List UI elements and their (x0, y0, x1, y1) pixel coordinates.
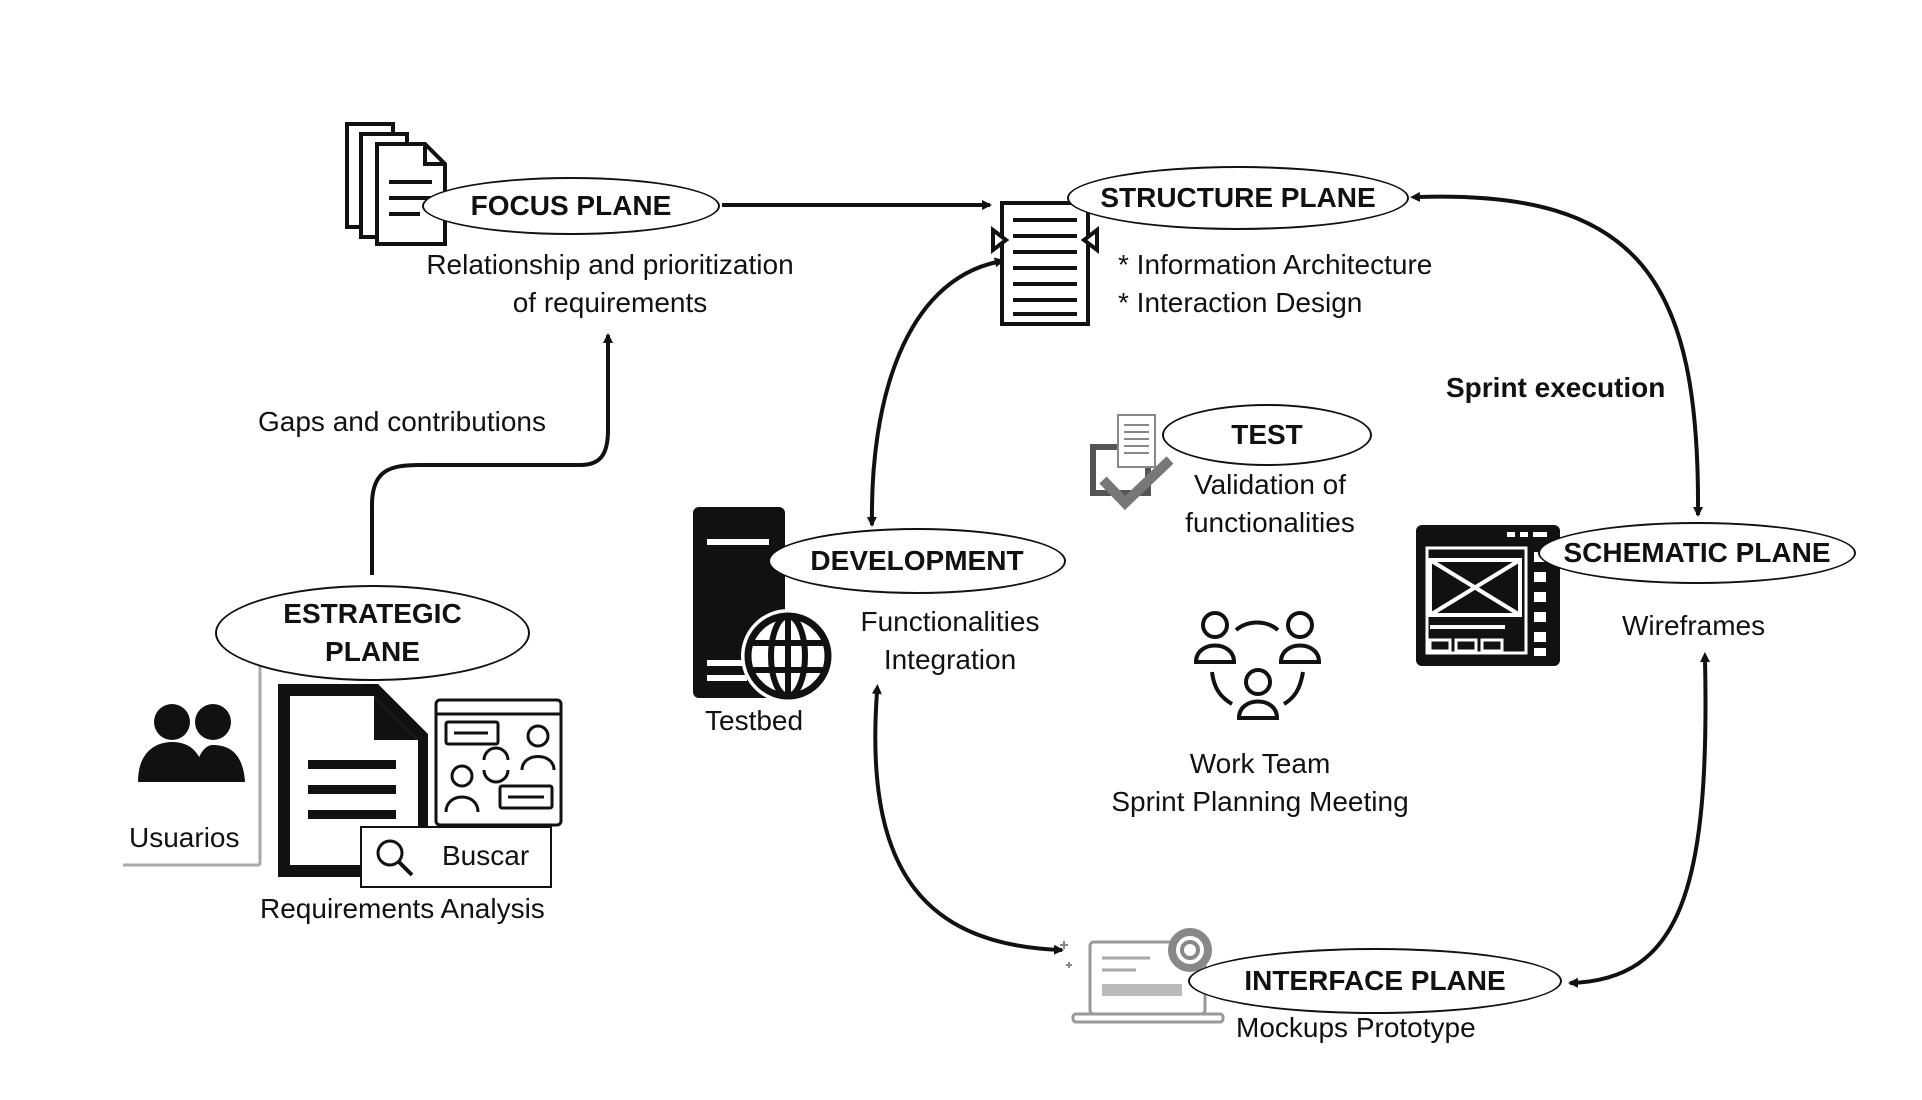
documents-icon (345, 122, 447, 246)
structure-plane-item-1: * Information Architecture (1118, 249, 1433, 280)
strategic-plane-pill: ESTRATEGIC PLANE (215, 585, 530, 681)
search-icon (376, 839, 414, 877)
focus-plane-desc-line2: of requirements (512, 287, 708, 318)
test-description: Validation of functionalities (1150, 466, 1390, 542)
schematic-plane-title: SCHEMATIC PLANE (1563, 537, 1831, 568)
server-globe-icon (693, 507, 835, 703)
collaboration-icon (434, 698, 563, 827)
test-desc-line2: functionalities (1185, 507, 1355, 538)
testbed-label: Testbed (705, 705, 804, 736)
development-title: DEVELOPMENT (810, 545, 1024, 576)
development-pill: DEVELOPMENT (768, 528, 1066, 594)
test-title: TEST (1231, 419, 1303, 450)
search-box[interactable]: Buscar (360, 826, 552, 888)
users-icon (138, 704, 245, 782)
work-team-line1: Work Team (1189, 748, 1331, 779)
wireframe-window-icon (1416, 525, 1560, 666)
development-desc-line2: Integration (883, 644, 1017, 675)
test-pill: TEST (1162, 404, 1372, 466)
checklist-icon (1090, 414, 1174, 511)
structure-plane-title: STRUCTURE PLANE (1100, 182, 1376, 213)
team-icon (1193, 611, 1322, 720)
arrow-development-interface (871, 684, 1064, 955)
focus-plane-desc-line1: Relationship and prioritization (426, 249, 794, 280)
structure-plane-item-2: * Interaction Design (1118, 287, 1363, 318)
requirements-analysis-label: Requirements Analysis (260, 893, 545, 924)
mockups-prototype-label: Mockups Prototype (1236, 1012, 1476, 1043)
schematic-plane-pill: SCHEMATIC PLANE (1538, 522, 1856, 584)
test-desc-line1: Validation of (1193, 469, 1347, 500)
sprint-execution-label: Sprint execution (1446, 372, 1666, 403)
arrow-schematic-interface (1568, 652, 1711, 988)
structure-plane-items: * Information Architecture * Interaction… (1118, 246, 1432, 322)
structure-plane-pill: STRUCTURE PLANE (1067, 166, 1409, 230)
list-document-icon (991, 201, 1099, 326)
work-team-label: Work Team Sprint Planning Meeting (1070, 745, 1450, 821)
arrow-strategic-to-focus (370, 333, 613, 575)
focus-plane-title: FOCUS PLANE (470, 190, 672, 221)
gaps-label: Gaps and contributions (258, 406, 546, 437)
users-label: Usuarios (129, 822, 240, 853)
wireframes-label: Wireframes (1622, 610, 1766, 641)
development-desc-line1: Functionalities (860, 606, 1040, 637)
work-team-line2: Sprint Planning Meeting (1111, 786, 1409, 817)
interface-plane-title: INTERFACE PLANE (1244, 965, 1506, 996)
strategic-plane-title-line2: PLANE (325, 636, 420, 667)
arrow-structure-development (866, 257, 1005, 527)
focus-plane-description: Relationship and prioritization of requi… (380, 246, 840, 322)
development-description: Functionalities Integration (830, 603, 1070, 679)
laptop-gear-icon (1060, 928, 1225, 1024)
strategic-plane-title-line1: ESTRATEGIC (283, 598, 462, 629)
search-label: Buscar (442, 840, 530, 871)
arrow-structure-schematic (1410, 191, 1704, 517)
focus-plane-pill: FOCUS PLANE (422, 177, 720, 235)
interface-plane-pill: INTERFACE PLANE (1188, 948, 1562, 1014)
